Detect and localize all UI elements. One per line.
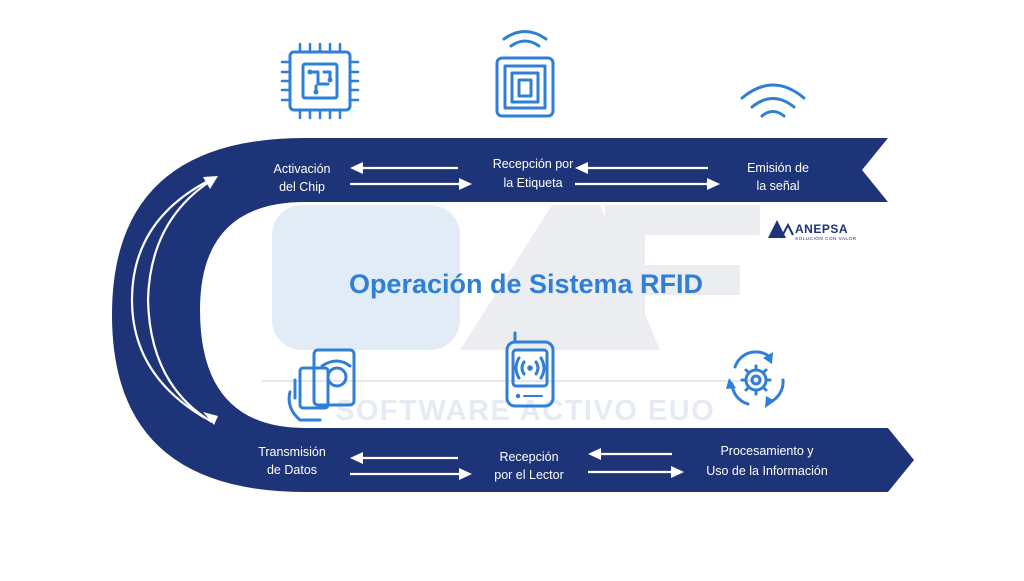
arrow-left-head — [588, 448, 601, 460]
anepsa-logo: ANEPSA SOLUCIÓN CON VALOR — [768, 220, 857, 242]
arrow-left-head — [350, 452, 363, 464]
card-reader-icon — [287, 348, 356, 422]
arrow-right-head — [707, 178, 720, 190]
step-activacion-chip: Activación del Chip — [274, 162, 331, 194]
watermark-letter-s — [272, 205, 460, 350]
step-transmision-datos: Transmisión de Datos — [258, 445, 326, 477]
step-label-line1: Emisión de — [747, 161, 809, 175]
step-recepcion-etiqueta: Recepción por la Etiqueta — [493, 157, 574, 190]
step-label-line1: Recepción por — [493, 157, 574, 171]
arrow-right-head — [671, 466, 684, 478]
diagram-title: Operación de Sistema RFID — [349, 269, 703, 299]
watermark-letters — [272, 205, 760, 350]
step-label-line2: del Chip — [279, 180, 325, 194]
step-procesamiento: Procesamiento y Uso de la Información — [706, 444, 828, 478]
arrows-top-2 — [575, 162, 720, 190]
step-label-line1: Transmisión — [258, 445, 326, 459]
handheld-reader-icon — [505, 331, 555, 408]
arrows-bottom-2 — [588, 448, 684, 478]
step-label-line1: Recepción — [499, 450, 558, 464]
step-recepcion-lector: Recepción por el Lector — [494, 450, 563, 482]
arrow-left-head — [575, 162, 588, 174]
watermark-letter-f — [605, 205, 760, 350]
u-band — [112, 138, 914, 492]
step-label-line2: de Datos — [267, 463, 317, 477]
logo-tagline: SOLUCIÓN CON VALOR — [795, 235, 857, 242]
watermark-text: SOFTWARE ACTIVO EUO — [335, 395, 715, 427]
logo-name: ANEPSA — [795, 222, 848, 236]
curved-arrow-down — [146, 179, 213, 423]
gear-cycle-icon — [726, 350, 785, 408]
logo-mark — [768, 220, 786, 238]
chip-icon — [280, 42, 360, 120]
step-label-line2: la señal — [756, 179, 799, 193]
wifi-signal-icon — [740, 83, 806, 118]
return-arrows — [130, 176, 218, 425]
step-emision-senal: Emisión de la señal — [747, 161, 809, 193]
step-label-line2: por el Lector — [494, 468, 563, 482]
step-label-line2: Uso de la Información — [706, 464, 828, 478]
arrow-right-head — [459, 178, 472, 190]
arrows-top-1 — [350, 162, 472, 190]
arrow-left-head — [350, 162, 363, 174]
rfid-tag-icon — [495, 30, 555, 118]
step-label-line1: Activación — [274, 162, 331, 176]
arrow-right-head — [459, 468, 472, 480]
step-label-line2: la Etiqueta — [503, 176, 562, 190]
logo-mark-accent — [780, 222, 794, 239]
curved-arrow-up-head — [203, 176, 218, 189]
arrows-bottom-1 — [350, 452, 472, 480]
curved-arrow-down-head — [203, 412, 218, 425]
step-label-line1: Procesamiento y — [720, 444, 814, 458]
curved-arrow-up — [130, 179, 211, 419]
watermark: SOFTWARE ACTIVO EUO — [262, 205, 762, 427]
